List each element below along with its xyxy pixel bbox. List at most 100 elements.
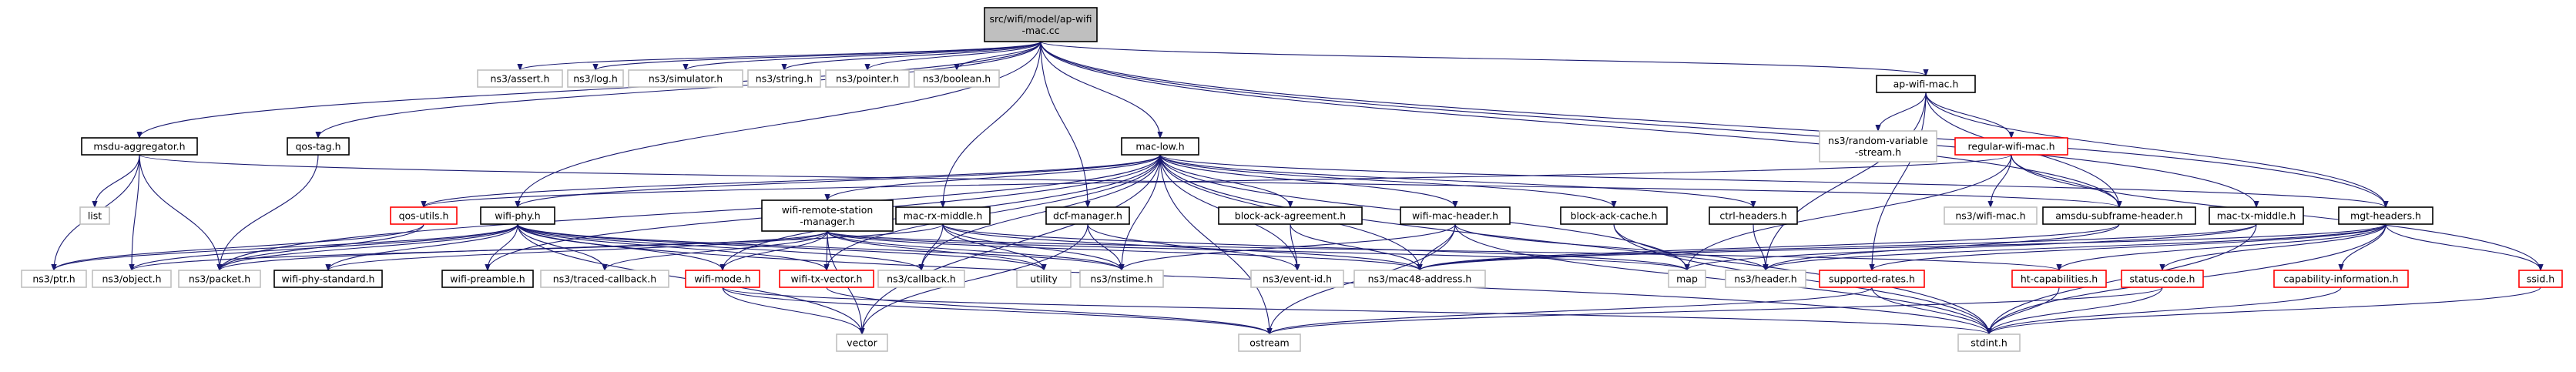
node-label: ap-wifi-mac.h [1893, 79, 1959, 90]
edge-mac-low-to-ns3-callback [921, 154, 1161, 270]
node-ap-wifi-mac[interactable]: ap-wifi-mac.h [1876, 75, 1976, 93]
node-label: msdu-aggregator.h [93, 141, 185, 152]
node-cap-info[interactable]: capability-information.h [2273, 270, 2409, 288]
node-label: ns3/pointer.h [836, 73, 899, 85]
edge-amsdu-sub-to-mac48 [1420, 223, 2120, 270]
edge-mac-low-to-block-ack-cache [1159, 154, 1614, 207]
node-dcf-manager[interactable]: dcf-manager.h [1045, 206, 1130, 225]
edge-mac-low-to-wifi-remote [827, 154, 1161, 200]
node-ht-cap[interactable]: ht-capabilities.h [2011, 270, 2107, 288]
node-box [747, 69, 821, 88]
node-label: ns3/random-variable [1828, 135, 1928, 146]
node-box [685, 270, 760, 288]
edge-mgt-headers-to-status-code [2162, 223, 2386, 270]
node-box [1238, 333, 1301, 352]
edge-supported-rates-to-stdint [1871, 287, 1989, 334]
node-wifi-mode[interactable]: wifi-mode.h [685, 270, 760, 288]
edge-mgt-headers-to-cap-info [2341, 223, 2386, 270]
node-root[interactable]: src/wifi/model/ap-wifi-mac.cc [984, 7, 1098, 42]
node-box [92, 270, 172, 288]
node-ostream: ostream [1238, 333, 1301, 352]
node-supported-rates[interactable]: supported-rates.h [1819, 270, 1925, 288]
node-label: ns3/nstime.h [1090, 273, 1152, 285]
node-label: regular-wifi-mac.h [1967, 141, 2054, 152]
edge-regular-wifi-mac-to-qos-utils [424, 154, 2012, 207]
node-mac-low[interactable]: mac-low.h [1121, 137, 1199, 156]
node-pointer: ns3/pointer.h [825, 69, 910, 88]
edge-root-to-boolean [957, 41, 1041, 70]
node-amsdu-sub[interactable]: amsdu-subframe-header.h [2042, 206, 2196, 225]
edge-ap-wifi-mac-to-mgt-headers [1925, 92, 2386, 207]
node-ssid[interactable]: ssid.h [2518, 270, 2563, 288]
node-traced-cb: ns3/traced-callback.h [540, 270, 669, 288]
node-label: ns3/callback.h [887, 273, 956, 285]
node-wifi-tx-vector[interactable]: wifi-tx-vector.h [779, 270, 874, 288]
node-ctrl-headers[interactable]: ctrl-headers.h [1709, 206, 1798, 225]
edge-ssid-to-stdint [1989, 287, 2541, 334]
edge-wifi-phy-to-traced-cb [517, 223, 605, 270]
node-mac-rx-middle[interactable]: mac-rx-middle.h [895, 206, 991, 225]
node-label: ns3/traced-callback.h [553, 273, 656, 285]
edge-status-code-to-stdint [1989, 287, 2163, 334]
edge-wifi-mac-header-to-nstime [1122, 223, 1456, 270]
node-log: ns3/log.h [567, 69, 624, 88]
node-mac-tx-middle[interactable]: mac-tx-middle.h [2209, 206, 2304, 225]
node-wifi-preamble[interactable]: wifi-preamble.h [441, 270, 534, 288]
edge-mac-rx-middle-to-utility [942, 223, 1044, 270]
node-label: src/wifi/model/ap-wifi [989, 13, 1092, 25]
edge-mgt-headers-to-mac48 [1420, 223, 2386, 270]
edge-mac-tx-middle-to-mac48 [1420, 223, 2257, 270]
node-ns3-object: ns3/object.h [92, 270, 172, 288]
node-mac48: ns3/mac48-address.h [1353, 270, 1486, 288]
edge-mac-rx-middle-to-ns3-packet [220, 223, 944, 270]
node-ns3-packet: ns3/packet.h [178, 270, 261, 288]
node-box [21, 270, 87, 288]
node-wifi-remote[interactable]: wifi-remote-station-manager.h [761, 199, 894, 232]
edge-supported-rates-to-ostream [1270, 287, 1873, 334]
edge-root-to-mgt-headers [1040, 41, 2386, 207]
edge-mac-rx-middle-to-nstime [942, 223, 1122, 270]
node-wifi-mac-header[interactable]: wifi-mac-header.h [1400, 206, 1511, 225]
edge-wifi-remote-to-mac48 [827, 230, 1420, 270]
node-box [1876, 75, 1976, 93]
node-box [1400, 206, 1511, 225]
node-block-ack-cache[interactable]: block-ack-cache.h [1560, 206, 1668, 225]
node-qos-utils[interactable]: qos-utils.h [390, 206, 458, 225]
edge-wifi-remote-to-ht-cap [827, 230, 2059, 270]
node-box [540, 270, 669, 288]
node-box [628, 69, 743, 88]
node-block-ack-agr[interactable]: block-ack-agreement.h [1218, 206, 1363, 225]
node-boolean: ns3/boolean.h [914, 69, 1000, 88]
node-wifi-phy[interactable]: wifi-phy.h [480, 206, 555, 225]
edge-wifi-phy-to-ns3-ptr [54, 223, 518, 270]
edge-mac-low-to-block-ack-agr [1159, 154, 1290, 207]
edge-wifi-remote-to-nstime [827, 230, 1122, 270]
edge-ap-wifi-mac-to-random-var [1878, 92, 1927, 131]
node-qos-tag[interactable]: qos-tag.h [287, 137, 350, 156]
node-label: ns3/boolean.h [923, 73, 991, 85]
edge-mac-rx-middle-to-ns3-callback [921, 223, 944, 270]
edge-root-to-wifi-phy [518, 41, 1041, 207]
node-box [2518, 270, 2563, 288]
edge-ap-wifi-mac-to-ns3-header [1766, 92, 1927, 270]
node-box [1725, 270, 1806, 288]
edge-wifi-tx-vector-to-ostream [826, 287, 1270, 334]
edge-root-to-dcf-manager [1040, 41, 1088, 207]
edge-ap-wifi-mac-to-supported-rates [1872, 92, 1927, 270]
edge-dcf-manager-to-nstime [1087, 223, 1122, 270]
edge-block-ack-cache-to-map [1613, 223, 1687, 270]
node-regular-wifi-mac[interactable]: regular-wifi-mac.h [1954, 137, 2068, 156]
node-label: ns3/mac48-address.h [1368, 273, 1472, 285]
node-label: ns3/object.h [102, 273, 161, 285]
node-msdu-agg[interactable]: msdu-aggregator.h [81, 137, 198, 156]
node-mgt-headers[interactable]: mgt-headers.h [2338, 206, 2433, 225]
node-label: amsdu-subframe-header.h [2055, 210, 2182, 222]
node-wifi-phy-std[interactable]: wifi-phy-standard.h [273, 270, 383, 288]
edge-msdu-agg-to-list [95, 154, 140, 207]
node-box [1079, 270, 1164, 288]
node-status-code[interactable]: status-code.h [2121, 270, 2204, 288]
edge-root-to-mac-tx-middle [1040, 41, 2256, 207]
node-label: ns3/string.h [756, 73, 813, 85]
node-box [2042, 206, 2196, 225]
